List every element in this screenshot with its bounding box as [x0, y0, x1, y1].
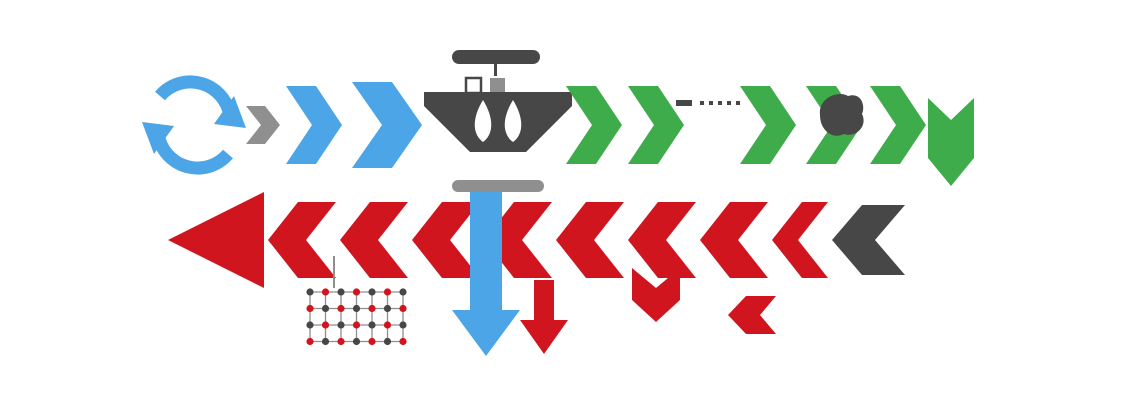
red-chevron: [268, 202, 336, 278]
lattice-atom: [306, 321, 314, 329]
gray-arrow: [246, 106, 280, 144]
blue-cycle-arrows: [142, 75, 246, 175]
lattice-atom: [352, 304, 361, 313]
lattice-atom: [306, 288, 314, 296]
lattice-atom: [368, 288, 376, 296]
lattice-atom: [399, 288, 407, 296]
sample-blob-icon: [819, 94, 864, 136]
green-arrow-3: [740, 86, 796, 164]
lattice-atom: [352, 337, 361, 346]
droplet-right-icon: [504, 100, 522, 142]
green-arrow-5: [870, 86, 926, 164]
lattice-atom: [399, 321, 407, 329]
lattice-atom: [352, 288, 361, 296]
dispenser-icon: [424, 50, 572, 192]
green-arrow-2: [628, 86, 684, 164]
red-chevron: [412, 202, 480, 278]
dispenser-body: [424, 92, 572, 152]
dot: [718, 101, 722, 105]
blue-down-arrow: [452, 192, 520, 356]
red-chevron: [340, 202, 408, 278]
sample-square-outline: [464, 76, 483, 95]
red-down-chevron: [632, 268, 680, 322]
lattice-atom: [306, 304, 314, 313]
cycle-arrowhead-top: [214, 96, 246, 128]
lattice-atom: [383, 288, 392, 296]
dark-left-arrow: [832, 205, 905, 275]
dispenser-hanger: [494, 62, 497, 76]
lattice-atom: [337, 337, 345, 346]
dot: [700, 101, 704, 105]
sample-square-filled: [490, 78, 505, 93]
red-chevron: [772, 202, 828, 278]
lattice-atom: [306, 337, 314, 346]
red-left-small-arrow: [728, 296, 776, 334]
lattice-atom: [383, 337, 392, 346]
green-down-arrow: [928, 98, 974, 186]
lattice-atom: [321, 304, 330, 313]
red-down-arrow: [520, 280, 568, 354]
cycle-arc-top: [155, 75, 237, 118]
lattice-atom: [383, 321, 392, 329]
lattice-atom: [337, 304, 345, 313]
lattice-atom: [321, 337, 330, 346]
dot: [736, 101, 740, 105]
lattice-atom: [368, 321, 376, 329]
minus-dash: [676, 100, 740, 106]
minus-icon: [676, 100, 692, 106]
lattice-atom: [368, 337, 376, 346]
lattice-atom: [368, 304, 376, 313]
lattice-atom: [399, 304, 407, 313]
droplet-left-icon: [474, 100, 492, 142]
lattice-atom: [321, 288, 330, 296]
blue-arrow-2: [352, 82, 422, 168]
green-arrow-1: [566, 86, 622, 164]
dot: [727, 101, 731, 105]
blue-arrow-1: [286, 86, 342, 164]
red-arrowhead: [168, 192, 264, 288]
dispenser-base: [452, 180, 544, 192]
lattice-atom: [337, 321, 345, 329]
cycle-arrowhead-bottom: [142, 122, 174, 154]
lattice-atom: [352, 321, 361, 329]
crystal-lattice: [306, 288, 407, 346]
red-chevron: [700, 202, 768, 278]
dispenser-cap: [452, 50, 540, 64]
dot: [709, 101, 713, 105]
red-chevron: [556, 202, 624, 278]
lattice-atom: [321, 321, 330, 329]
lattice-atom: [337, 288, 345, 296]
cycle-arc-bottom: [151, 132, 233, 175]
lattice-atom: [383, 304, 392, 313]
lattice-atom: [399, 337, 407, 346]
red-chevron: [628, 202, 696, 278]
